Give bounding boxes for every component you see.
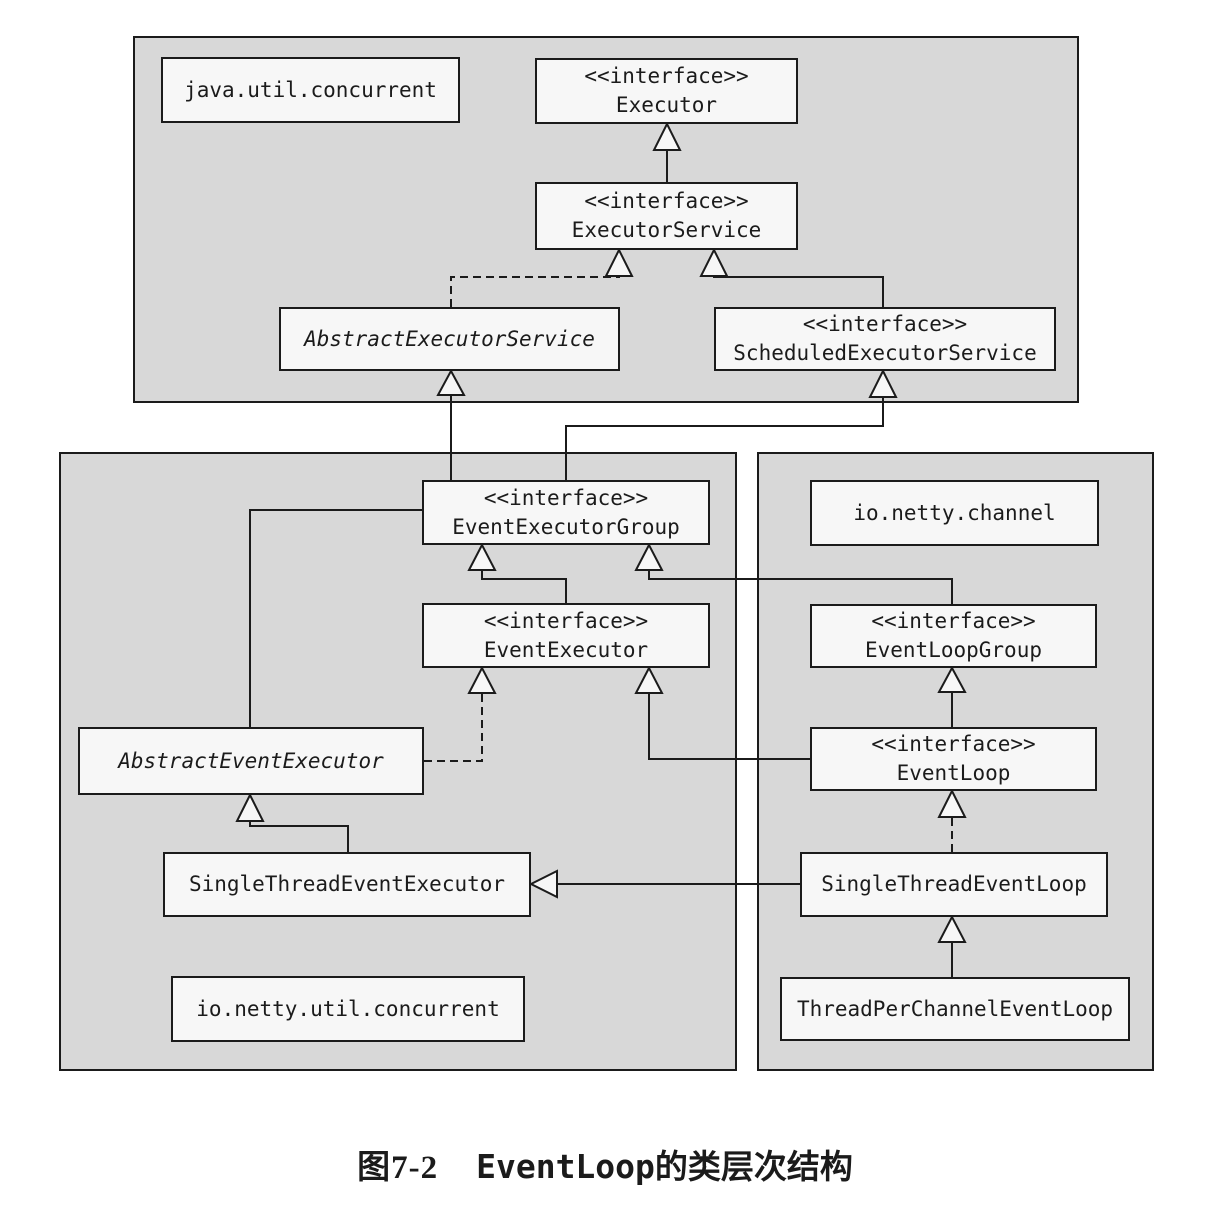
node-executor: <<interface>> Executor bbox=[535, 58, 798, 124]
node-single-thread-event-executor: SingleThreadEventExecutor bbox=[163, 852, 531, 917]
node-label: SingleThreadEventLoop bbox=[821, 872, 1087, 896]
node-event-loop-group: <<interface>> EventLoopGroup bbox=[810, 604, 1097, 668]
node-executor-service: <<interface>> ExecutorService bbox=[535, 182, 798, 250]
node-scheduled-executor-service: <<interface>> ScheduledExecutorService bbox=[714, 307, 1056, 371]
node-label: io.netty.channel bbox=[853, 500, 1056, 525]
node-label: <<interface>> bbox=[871, 609, 1036, 633]
node-label: AbstractExecutorService bbox=[304, 326, 595, 351]
node-label: <<interface>> bbox=[483, 485, 649, 510]
node-label: EventLoop bbox=[896, 761, 1011, 785]
node-thread-per-channel-event-loop: ThreadPerChannelEventLoop bbox=[780, 977, 1130, 1041]
node-abstract-executor-service: AbstractExecutorService bbox=[279, 307, 620, 371]
node-label: <<interface>> bbox=[871, 732, 1036, 756]
node-label: ExecutorService bbox=[571, 218, 762, 242]
node-single-thread-event-loop: SingleThreadEventLoop bbox=[800, 852, 1108, 917]
node-event-executor: <<interface>> EventExecutor bbox=[422, 603, 710, 668]
figure-number: 图7-2 bbox=[357, 1150, 439, 1186]
figure-title: EventLoop的类层次结构 bbox=[476, 1147, 853, 1186]
node-io-netty-channel: io.netty.channel bbox=[810, 480, 1099, 546]
node-label: EventExecutor bbox=[483, 637, 649, 662]
node-label: ScheduledExecutorService bbox=[733, 341, 1037, 365]
node-label: SingleThreadEventExecutor bbox=[188, 872, 506, 896]
node-abstract-event-executor: AbstractEventExecutor bbox=[78, 727, 424, 795]
node-io-netty-util-concurrent: io.netty.util.concurrent bbox=[171, 976, 525, 1042]
node-label: ThreadPerChannelEventLoop bbox=[796, 996, 1114, 1021]
node-event-executor-group: <<interface>> EventExecutorGroup bbox=[422, 480, 710, 545]
node-label: AbstractEventExecutor bbox=[118, 748, 384, 773]
node-label: <<interface>> bbox=[483, 608, 649, 633]
node-label: EventLoopGroup bbox=[864, 638, 1042, 662]
node-label: Executor bbox=[615, 93, 718, 117]
node-label: <<interface>> bbox=[584, 189, 749, 213]
node-label: <<interface>> bbox=[802, 312, 968, 336]
figure-caption: 图7-2 EventLoop的类层次结构 bbox=[0, 1140, 1210, 1188]
node-java-util-concurrent: java.util.concurrent bbox=[161, 57, 460, 123]
node-label: io.netty.util.concurrent bbox=[196, 996, 500, 1021]
node-label: java.util.concurrent bbox=[184, 77, 437, 102]
node-label: EventExecutorGroup bbox=[452, 514, 680, 539]
node-label: <<interface>> bbox=[584, 64, 749, 88]
node-event-loop: <<interface>> EventLoop bbox=[810, 727, 1097, 791]
